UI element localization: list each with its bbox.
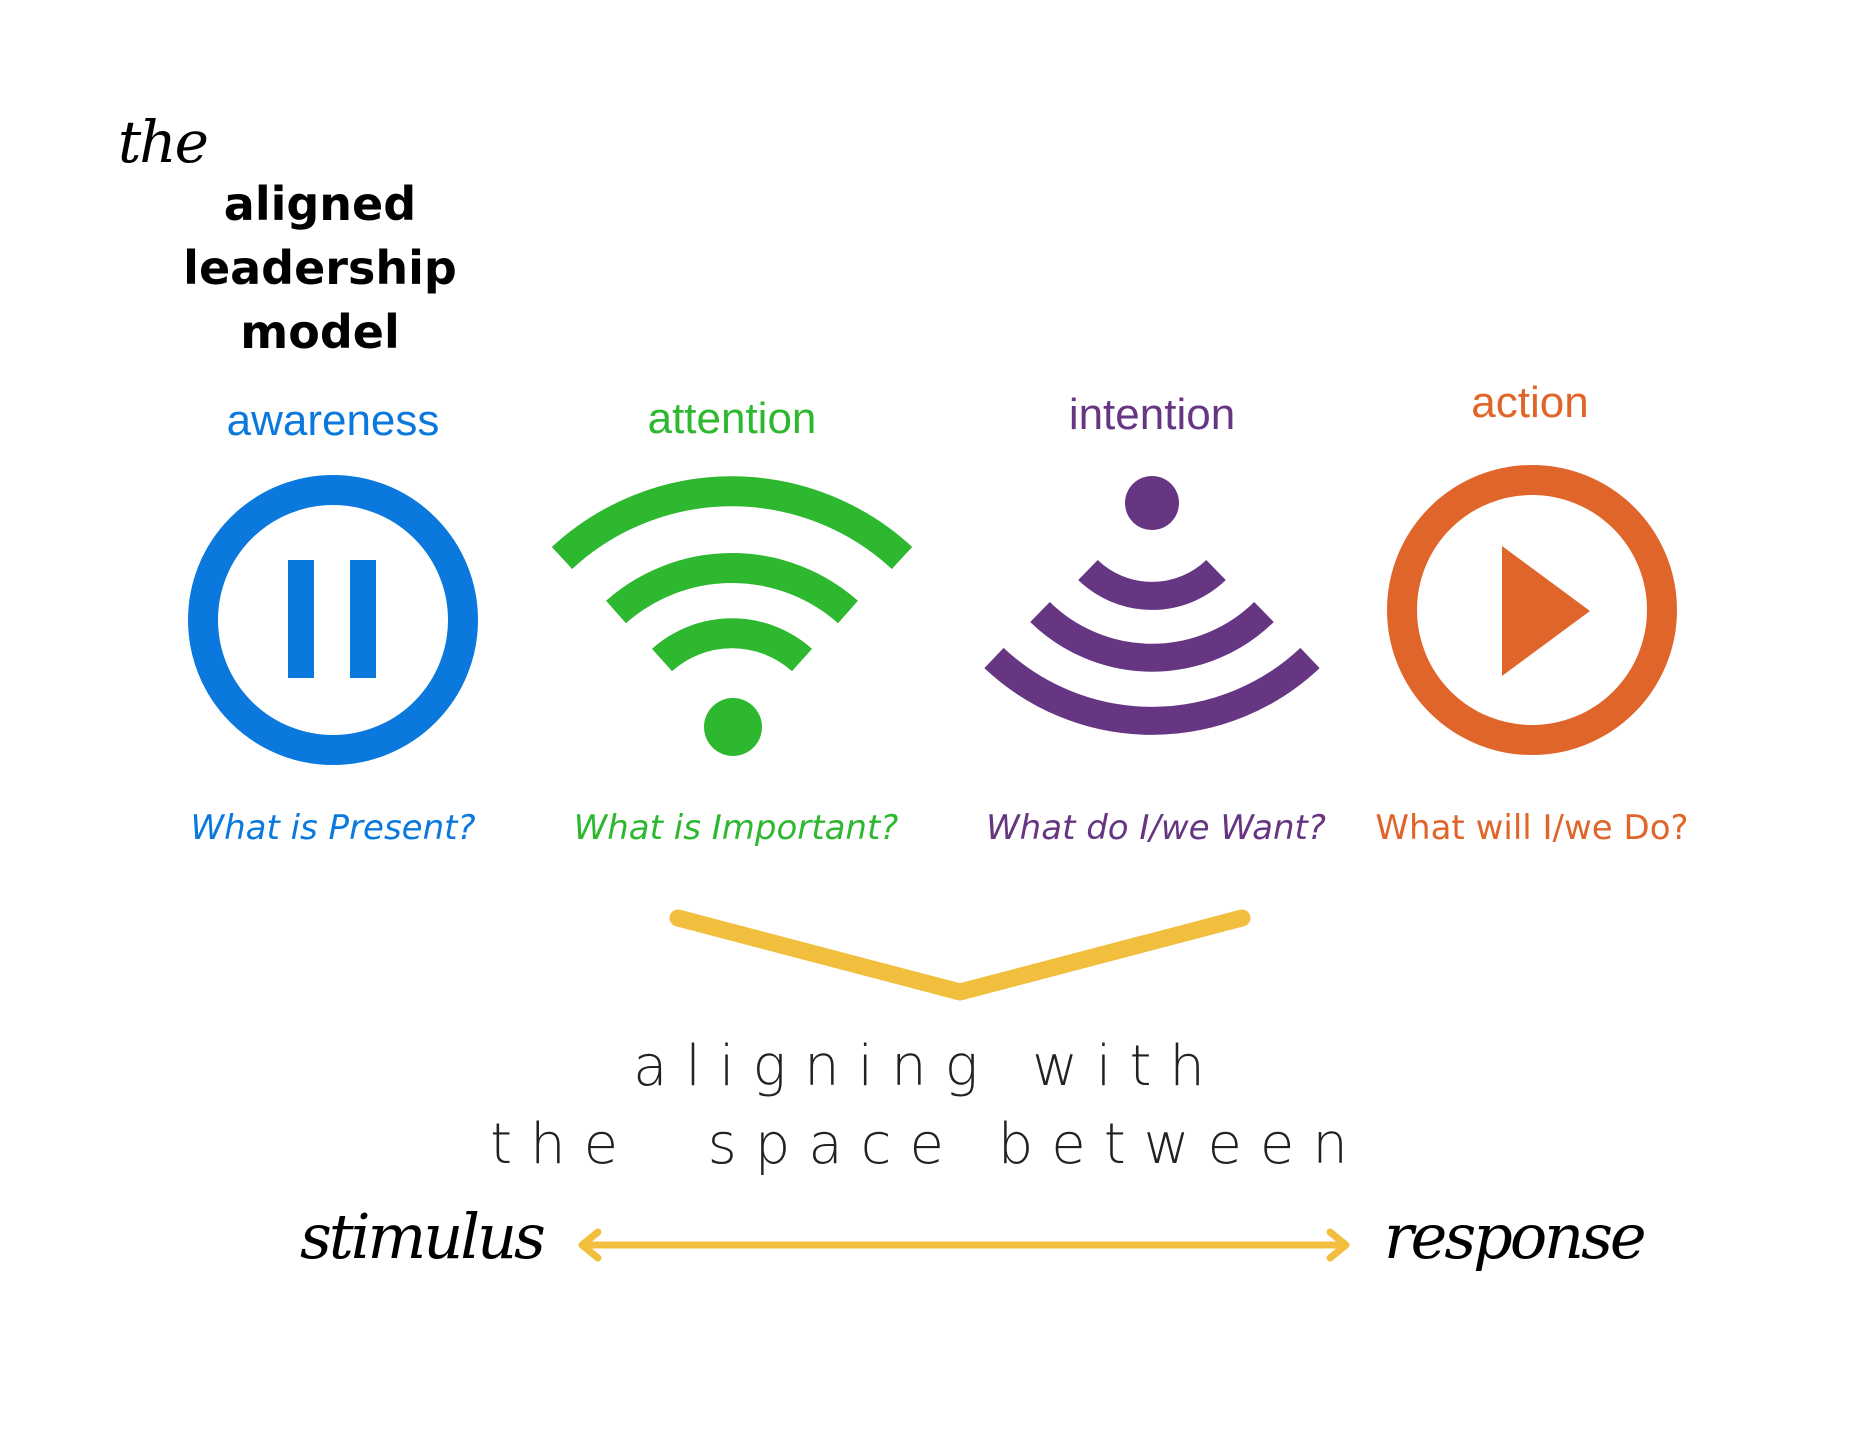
stage-label-awareness: awareness — [226, 396, 440, 445]
stage-question-action: What will I/we Do? — [1375, 808, 1689, 848]
stage-question-awareness: What is Present? — [190, 808, 476, 848]
tagline-line-2: the space between — [490, 1112, 1366, 1177]
double-arrow-icon — [578, 1228, 1350, 1262]
broadcast-signal-icon — [984, 476, 1320, 735]
wifi-signal-icon — [551, 476, 913, 756]
chevron-down-icon — [669, 909, 1251, 1001]
title-line-1: aligned leadership — [183, 177, 457, 295]
stage-label-intention: intention — [1068, 390, 1236, 439]
stage-question-attention: What is Important? — [573, 808, 899, 848]
stage-question-intention: What do I/we Want? — [986, 808, 1326, 848]
stage-label-attention: attention — [647, 394, 817, 443]
pause-circle-icon — [188, 475, 478, 765]
page-title: aligned leadership model — [100, 172, 540, 364]
stage-label-action: action — [1471, 378, 1589, 427]
response-label: response — [1384, 1200, 1647, 1273]
title-prefix: the — [118, 108, 209, 176]
title-line-2: model — [240, 305, 400, 359]
stimulus-label: stimulus — [300, 1200, 546, 1273]
tagline-line-1: aligning with — [633, 1034, 1223, 1099]
play-circle-icon — [1387, 465, 1677, 755]
